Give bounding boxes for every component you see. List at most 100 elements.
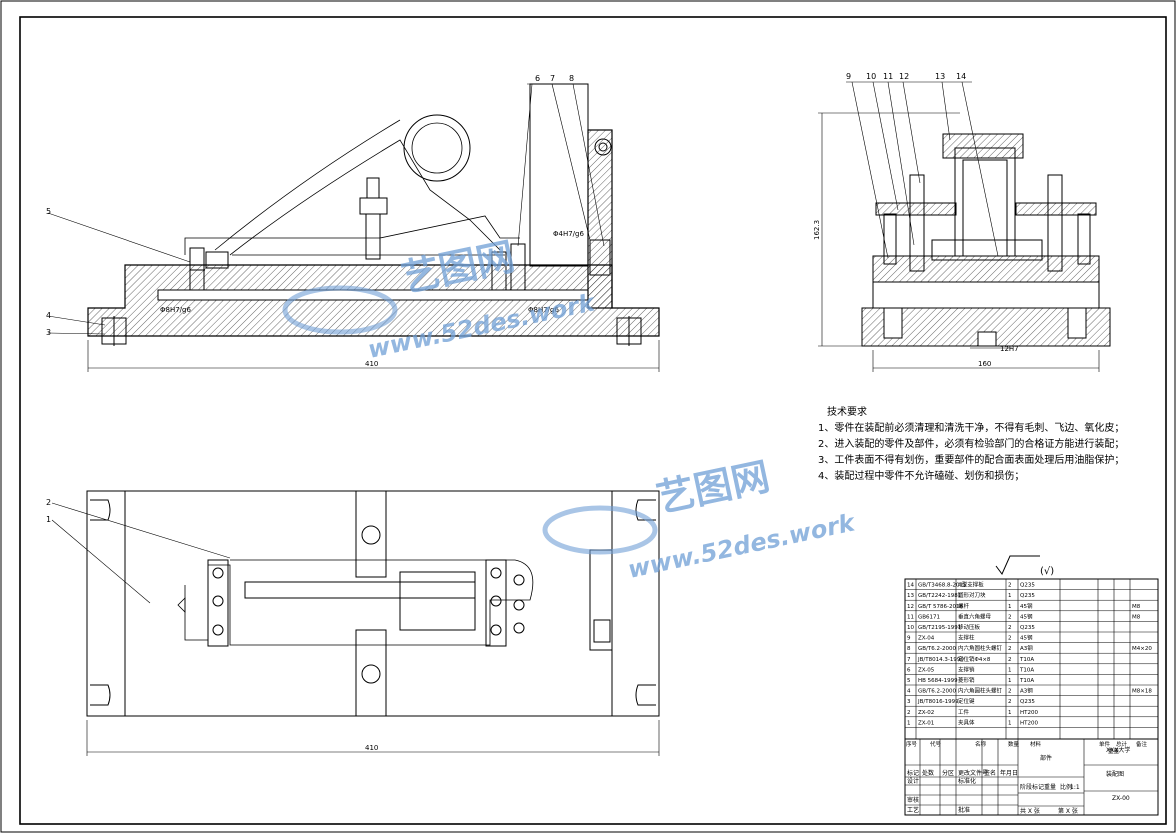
front-width-dimension: 410	[365, 360, 378, 368]
bom-header-weight: 重量	[1108, 747, 1120, 755]
callout-9: 9	[846, 72, 851, 81]
bom-cell: GB/T6.2-2000	[918, 689, 956, 695]
bom-cell: 1	[1008, 604, 1012, 610]
side-view-labels: 9 10 11 12 13 14 160 12H7 162.3	[813, 72, 1019, 368]
bom-cell: 工件	[958, 708, 970, 716]
bom-cell: GB/T2242-1981	[918, 593, 961, 599]
fit-annotation-3: Φ8H7/g6	[528, 306, 559, 314]
bom-cell: GB/T6.2-2000	[918, 646, 956, 652]
bom-cell: HB 5684-1999	[918, 678, 958, 684]
roughness-symbol: (√)	[995, 555, 1054, 577]
bom-cell: ZX-01	[918, 720, 934, 726]
bom-cell: GB/T3468.8-2015	[918, 583, 967, 589]
bom-cell: 3	[907, 699, 911, 705]
top-width-dimension: 410	[365, 744, 378, 752]
callout-4: 4	[46, 311, 51, 320]
bom-cell: T10A	[1019, 657, 1034, 663]
bom-cell: 45钢	[1020, 634, 1033, 642]
tb-label-count: 处数	[922, 769, 934, 777]
callout-3: 3	[46, 328, 51, 337]
bom-cell: 9	[907, 636, 911, 642]
bom-cell: 内六角圆柱头螺钉	[958, 644, 1003, 652]
school-name: XXX大学	[1106, 746, 1130, 754]
bom-cell: 2	[1008, 614, 1012, 620]
bom-cell: 8	[907, 646, 911, 652]
bom-cell: 内六角圆柱头螺钉	[958, 687, 1003, 695]
title-block	[904, 738, 1159, 816]
tb-label-weight: 重量	[1044, 783, 1056, 791]
roughness-text: (√)	[1040, 566, 1054, 577]
bom-cell: 支撑销	[958, 665, 975, 673]
bom-cell: ZX-04	[918, 636, 935, 642]
callout-10: 10	[866, 72, 876, 81]
key-fit-annotation: 12H7	[1000, 345, 1019, 353]
tb-label-mark: 标记	[907, 769, 919, 777]
bom-cell: 1	[907, 720, 911, 726]
bom-cell: 10	[907, 625, 914, 631]
tb-label-process: 工艺	[907, 806, 919, 814]
bom-cell: GB6171	[918, 614, 940, 620]
title-block-text: 部件 XXX大学 装配图 ZX-00 1:1 标记 处数 分区 更改文件号 签名…	[907, 746, 1130, 815]
bom-header-cell: 名称	[975, 740, 987, 748]
bom-cell: ZX-05	[918, 667, 935, 673]
bom-cell: JB/T8016-1999	[917, 699, 959, 705]
callout-7: 7	[550, 74, 555, 83]
watermark-2: 艺图网 www.52des.work	[542, 454, 859, 584]
requirement-1: 1、零件在装配前必须清理和清洗干净，不得有毛刺、飞边、氧化皮；	[818, 421, 1124, 434]
bom-header-cell: 代号	[930, 740, 942, 748]
callout-8: 8	[569, 74, 574, 83]
bom-cell: 2	[1008, 625, 1012, 631]
bom-header-cell: 单件	[1099, 740, 1111, 748]
bom-cell: 1	[1008, 710, 1012, 716]
tb-label-review: 审核	[907, 796, 919, 804]
top-view-labels: 2 1 410	[46, 498, 378, 752]
tb-label-change-doc: 更改文件号	[958, 769, 988, 777]
bom-cell: 6	[907, 667, 911, 673]
callout-1: 1	[46, 515, 51, 524]
bom-cell: M8×18	[1132, 689, 1152, 695]
bom-cell: 5	[907, 678, 911, 684]
fit-annotation-2: Φ4H7/g6	[553, 230, 584, 238]
fit-annotation-1: Φ8H7/g6	[160, 306, 191, 314]
bom-cell: GB/T2195-1991	[918, 625, 961, 631]
bom-cell: 1	[1008, 593, 1012, 599]
bom-cell: Q235	[1020, 593, 1035, 599]
requirement-2: 2、进入装配的零件及部件，必须有检验部门的合格证方能进行装配；	[818, 437, 1124, 450]
side-view	[818, 81, 1111, 372]
bom-header-cell: 材料	[1030, 740, 1042, 748]
part-label: 部件	[1040, 754, 1052, 762]
bom-cell: 13	[907, 593, 914, 599]
requirements-title: 技术要求	[827, 405, 867, 418]
bom-cell: T10A	[1019, 667, 1034, 673]
bom-cell: 移动压板	[958, 623, 981, 631]
bom-cell: A3钢	[1020, 687, 1033, 695]
bom-cell: HT200	[1020, 710, 1038, 716]
bom-cell: M8	[1132, 604, 1141, 610]
requirement-4: 4、装配过程中零件不允许磕碰、划伤和损伤；	[818, 469, 1024, 482]
bom-cell: 螺杆	[958, 602, 970, 610]
bom-cell: GB/T 5786-2016	[918, 604, 963, 610]
bom-header-cell: 总计	[1116, 740, 1128, 748]
bom-cell: 垂直六角螺母	[958, 612, 992, 620]
callout-2: 2	[46, 498, 51, 507]
bom-cell: 定位键	[958, 697, 975, 705]
bom-header-cell: 序号	[906, 740, 918, 748]
drawing-code: ZX-00	[1112, 795, 1130, 802]
callout-11: 11	[883, 72, 893, 81]
bom-cell: 4	[907, 689, 911, 695]
bom-cell: JB/T8014.3-1999	[917, 657, 964, 663]
bom-cell: 夹具体	[958, 718, 975, 726]
bom-cell: HT200	[1020, 720, 1038, 726]
bom-cell: 2	[1008, 636, 1012, 642]
bom-cell: 45钢	[1020, 612, 1033, 620]
bom-table	[904, 578, 1159, 740]
drawing-type: 装配图	[1106, 770, 1124, 778]
tb-label-zone: 分区	[942, 769, 954, 777]
bom-cell: Q235	[1020, 625, 1035, 631]
tb-label-standard: 标准化	[958, 777, 976, 785]
requirement-3: 3、工件表面不得有划伤，重要部件的配合面表面处理后用油脂保护；	[818, 453, 1124, 466]
bom-cell: 1	[1008, 720, 1012, 726]
technical-requirements: 技术要求 1、零件在装配前必须清理和清洗干净，不得有毛刺、飞边、氧化皮； 2、进…	[818, 405, 1124, 482]
